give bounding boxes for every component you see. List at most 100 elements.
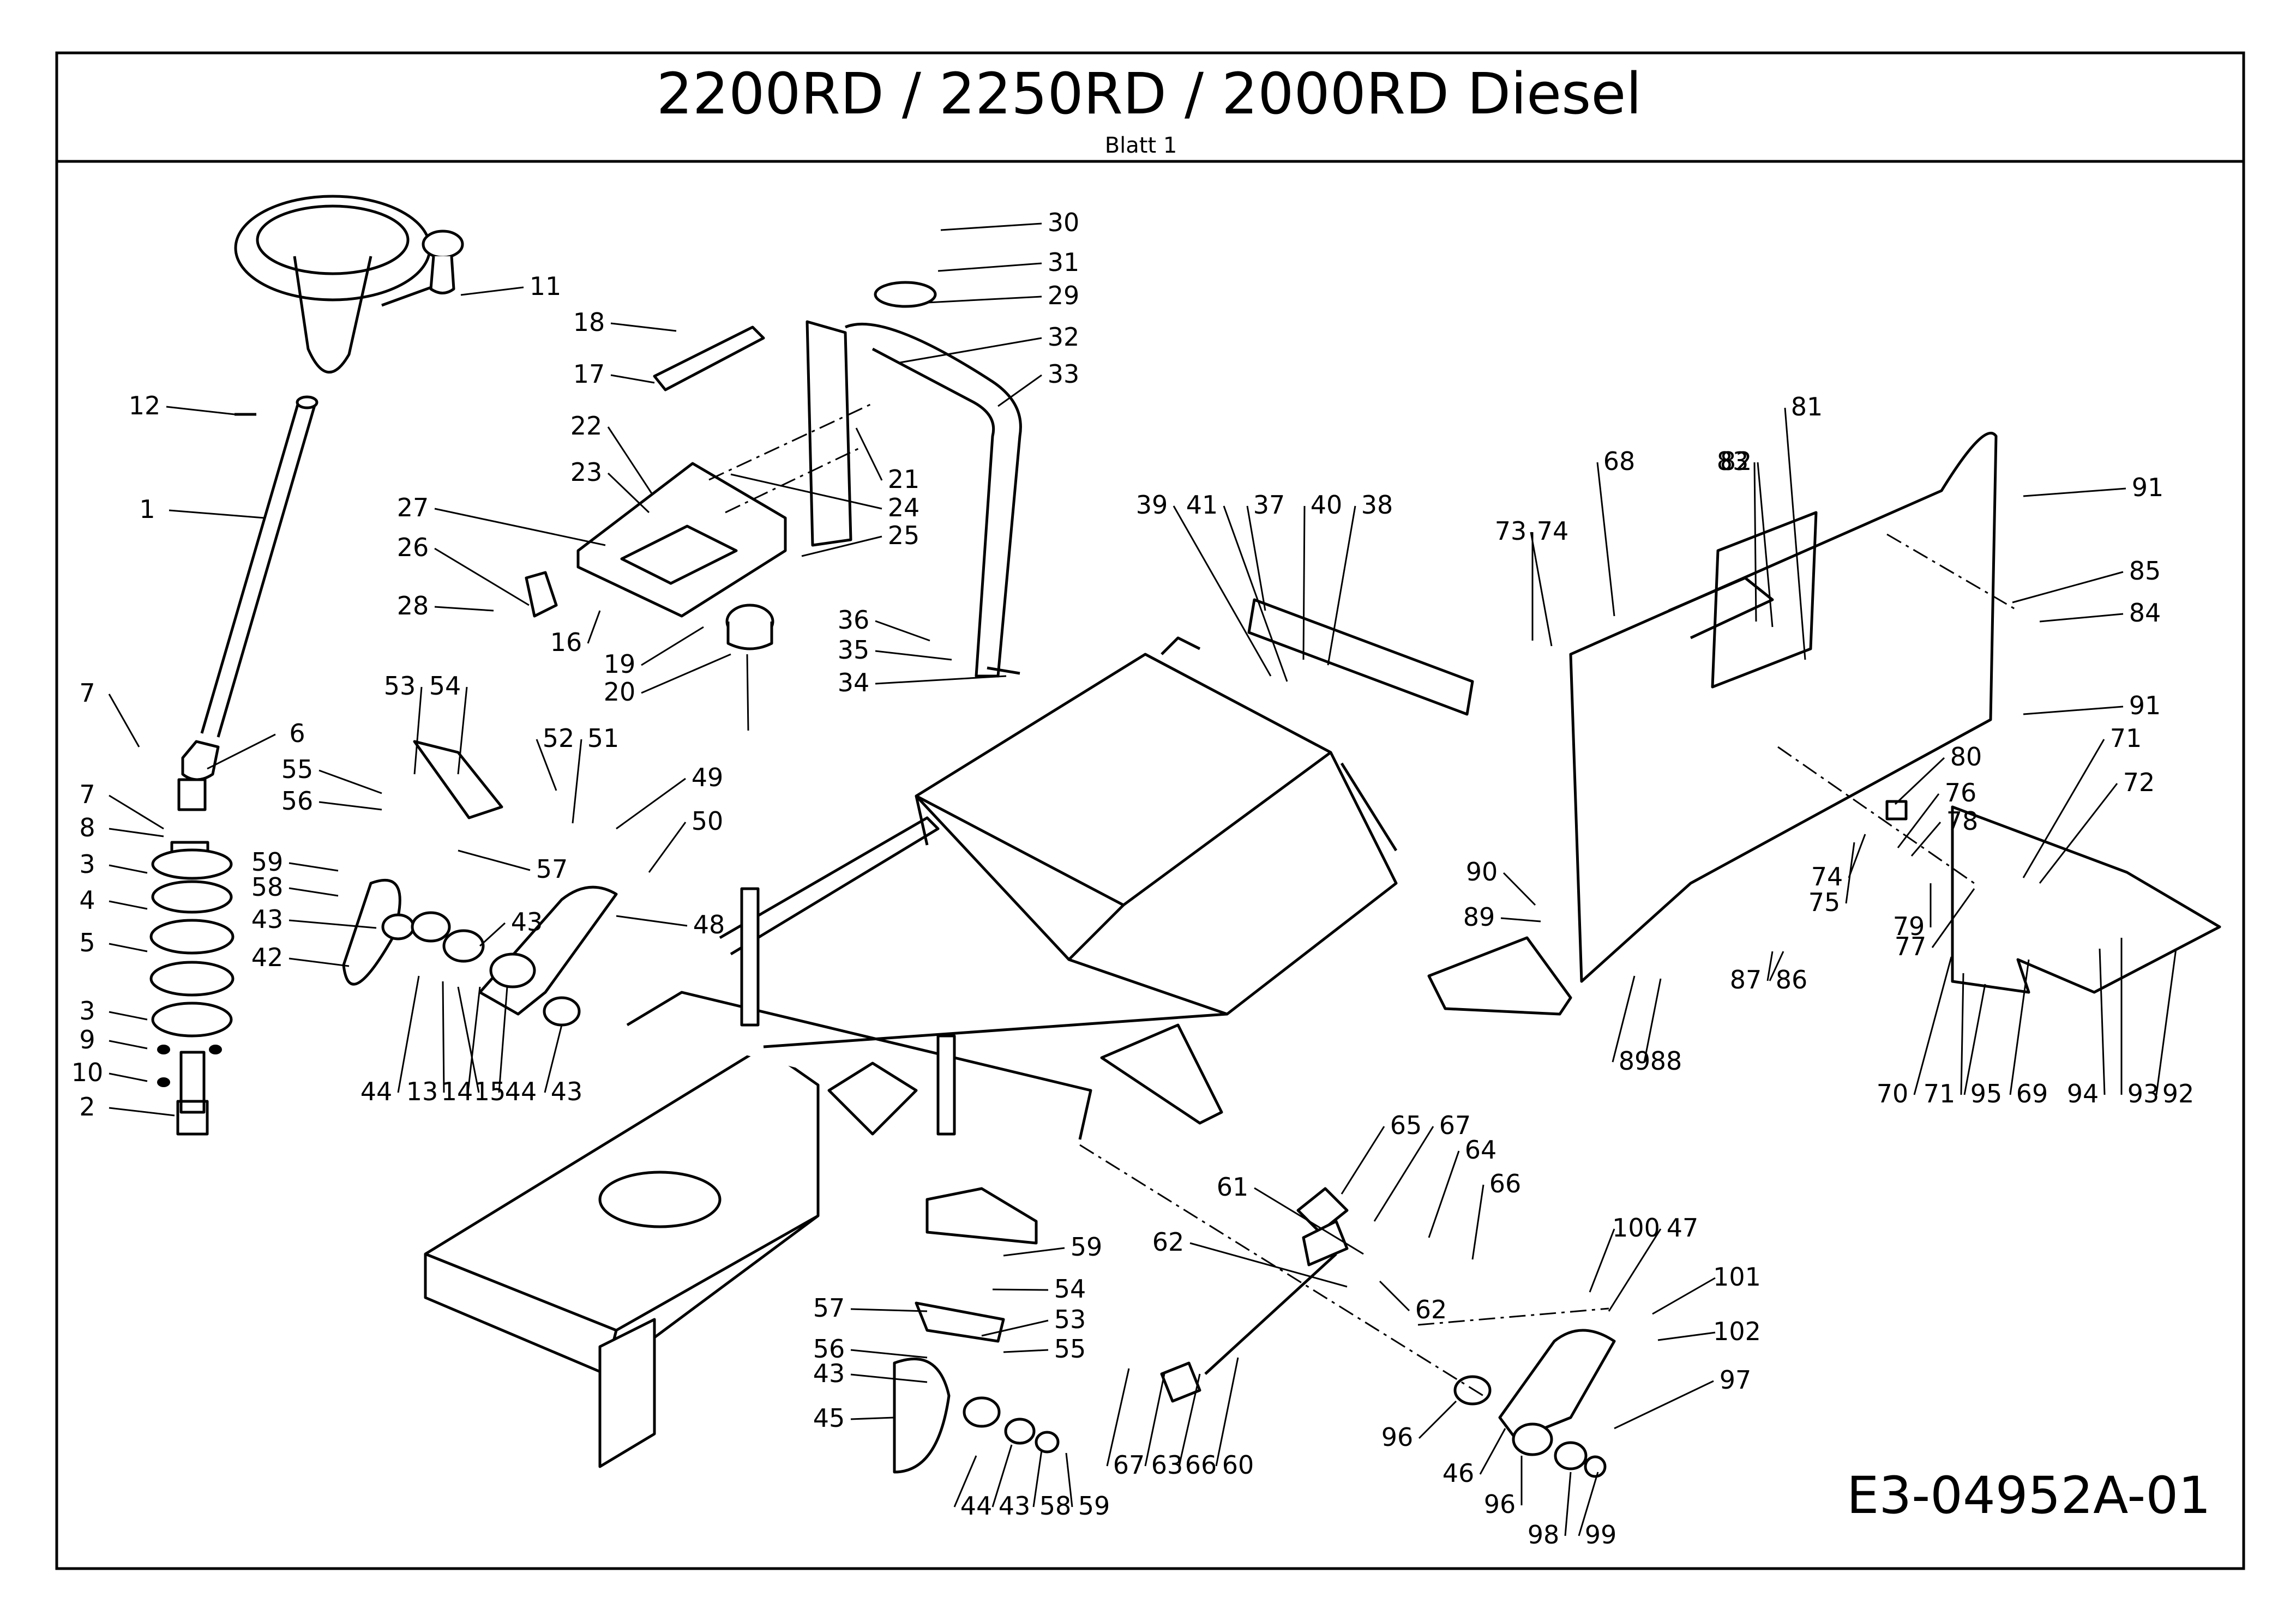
- part-number-label: 78: [1946, 806, 1979, 836]
- callout-leader-line: [1578, 1472, 1599, 1536]
- callout-leader-line: [610, 322, 677, 332]
- part-callout: 46: [1442, 1428, 1506, 1488]
- part-number-label: 5: [79, 928, 95, 957]
- callout-leader-line: [875, 620, 930, 642]
- callout-leader-line: [434, 547, 530, 606]
- part-number-label: 82: [1720, 447, 1752, 476]
- part-callout: 76: [1897, 778, 1976, 848]
- part-callout: 45: [813, 1403, 895, 1433]
- part-number-label: 46: [1442, 1458, 1475, 1488]
- part-callout: 50: [648, 806, 724, 873]
- part-callout: 53: [384, 671, 423, 775]
- part-callout: 81: [1784, 392, 1823, 660]
- part-callout: 71: [2022, 723, 2142, 878]
- part-number-label: 6: [289, 719, 305, 748]
- part-number-label: 42: [251, 943, 284, 972]
- part-callout: 41: [1186, 490, 1288, 682]
- part-callout: 102: [1657, 1317, 1761, 1346]
- callout-leader-line: [1564, 1472, 1572, 1536]
- callout-leader-line: [457, 986, 480, 1093]
- part-number-label: 23: [570, 457, 603, 487]
- diagram-title: 2200RD / 2250RD / 2000RD Diesel: [657, 61, 1642, 127]
- callout-leader-line: [850, 1416, 895, 1420]
- diagram-border: [55, 51, 2245, 1570]
- document-number: E3-04952A-01: [1847, 1466, 2211, 1525]
- part-callout: 55: [1003, 1334, 1086, 1364]
- callout-leader-line: [1530, 532, 1553, 647]
- part-callout: 8: [79, 813, 164, 842]
- callout-leader-line: [1215, 1357, 1239, 1467]
- part-number-label: 38: [1361, 490, 1393, 520]
- part-callout: 99: [1578, 1472, 1616, 1549]
- callout-leader-line: [616, 777, 686, 830]
- part-number-label: 36: [838, 605, 870, 635]
- part-number-label: 61: [1217, 1172, 1249, 1202]
- part-number-label: 66: [1489, 1169, 1522, 1198]
- part-callout: 53: [981, 1305, 1086, 1337]
- part-number-label: 102: [1713, 1317, 1761, 1346]
- callout-leader-line: [460, 286, 524, 296]
- part-number-label: 97: [1720, 1365, 1752, 1395]
- part-callout: 4: [79, 885, 148, 915]
- callout-leader-line: [1003, 1247, 1065, 1257]
- part-number-label: 33: [1048, 359, 1080, 389]
- part-number-label: 7: [79, 780, 95, 809]
- dashboard-bracket-drawing: [525, 281, 1022, 731]
- part-number-label: 59: [251, 847, 284, 877]
- part-number-label: 57: [813, 1293, 845, 1323]
- part-callout: 43: [544, 1024, 582, 1106]
- part-number-label: 50: [692, 806, 724, 836]
- callout-leader-line: [1428, 1150, 1460, 1238]
- part-number-label: 59: [1071, 1232, 1103, 1262]
- part-callout: 43: [479, 907, 543, 947]
- part-number-label: 11: [530, 272, 562, 301]
- exploded-parts-drawing: [149, 195, 2221, 1478]
- part-callout: 74: [1530, 516, 1568, 647]
- part-callout: 73: [1495, 516, 1534, 641]
- callout-leader-line: [1500, 917, 1541, 922]
- part-number-label: 53: [1054, 1305, 1086, 1334]
- part-number-label: 71: [1924, 1079, 1956, 1108]
- part-callout: 43: [991, 1444, 1030, 1521]
- part-number-label: 66: [1185, 1450, 1217, 1480]
- part-number-label: 90: [1466, 857, 1498, 887]
- part-callout: 25: [801, 521, 919, 557]
- part-callout: 44: [498, 986, 537, 1106]
- part-callout: 26: [397, 533, 530, 606]
- callout-leader-line: [801, 535, 882, 557]
- part-callout: 86: [1769, 951, 1808, 994]
- callout-leader-line: [1910, 822, 1942, 857]
- part-number-label: 85: [2129, 556, 2161, 586]
- part-callout: 95: [1963, 984, 2002, 1108]
- part-callout: 11: [460, 272, 562, 301]
- part-callout: 31: [937, 248, 1079, 277]
- part-callout: 68: [1596, 447, 1635, 617]
- callout-leader-line: [607, 472, 650, 514]
- callout-leader-line: [109, 1040, 148, 1050]
- part-number-label: 43: [511, 907, 543, 937]
- part-callout: 66: [1178, 1373, 1217, 1480]
- callout-leader-line: [981, 1319, 1049, 1337]
- part-callout: 100: [1589, 1213, 1660, 1293]
- part-callout: 101: [1652, 1262, 1761, 1315]
- part-callout: 98: [1528, 1472, 1572, 1549]
- part-callout: 58: [1032, 1450, 1072, 1521]
- part-number-label: 56: [813, 1334, 845, 1364]
- part-number-label: 58: [1039, 1491, 1072, 1521]
- part-number-label: 86: [1776, 965, 1808, 994]
- callout-leader-line: [1897, 793, 1940, 848]
- part-number-label: 20: [604, 677, 636, 707]
- rear-panel-drawing: [1569, 431, 2221, 994]
- part-callout: 67: [1106, 1368, 1145, 1480]
- callout-leader-line: [1471, 1184, 1484, 1260]
- callout-leader-line: [288, 919, 377, 929]
- part-number-label: 65: [1390, 1111, 1422, 1140]
- part-number-label: 73: [1495, 516, 1527, 546]
- callout-leader-line: [855, 427, 883, 481]
- part-callout: 84: [2039, 598, 2161, 628]
- part-number-label: 92: [2162, 1079, 2195, 1108]
- part-number-label: 48: [693, 910, 725, 939]
- part-number-label: 70: [1877, 1079, 1909, 1108]
- part-callout: 63: [1144, 1373, 1183, 1480]
- part-callout: 54: [429, 671, 468, 775]
